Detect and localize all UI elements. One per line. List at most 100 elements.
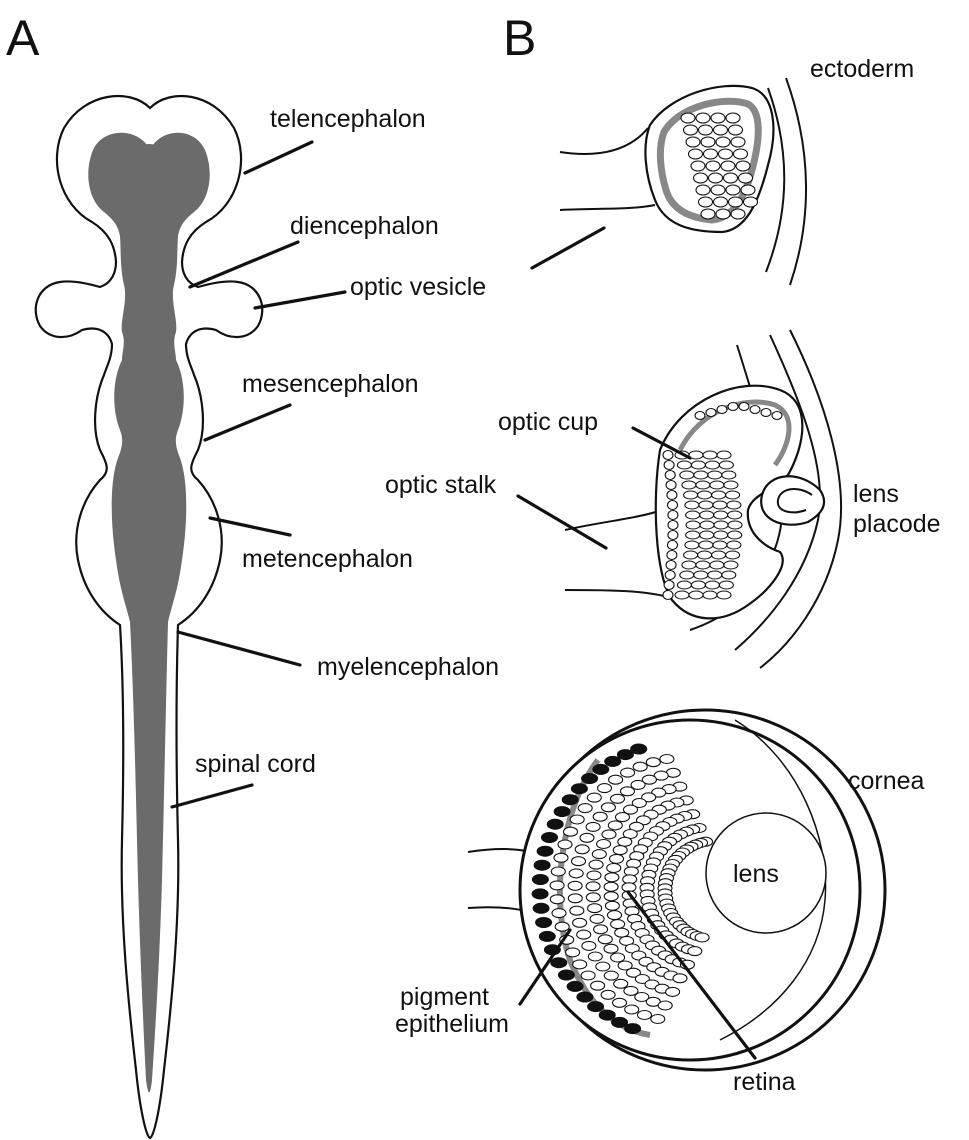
vesicle-cell xyxy=(709,173,723,183)
optic-stalk-label: optic stalk xyxy=(385,471,497,499)
retina-cell xyxy=(610,854,624,863)
retina-cell xyxy=(550,881,564,890)
optic-cup-cell xyxy=(726,491,740,499)
pigment-cell xyxy=(582,774,598,784)
retina-cell xyxy=(673,974,687,983)
vesicle-cell xyxy=(716,209,730,219)
vesicle-cell xyxy=(711,113,725,123)
pigment-cell xyxy=(532,889,548,899)
vesicle-cell xyxy=(716,137,730,147)
retina-cell xyxy=(651,1015,665,1024)
retina-cell xyxy=(609,775,623,784)
retina-cell xyxy=(688,947,702,956)
retina-cell xyxy=(569,869,583,878)
optic-cup-cell xyxy=(665,471,675,480)
pigment-cell xyxy=(532,875,548,885)
retina-cell xyxy=(597,840,611,849)
retina-cell xyxy=(591,981,605,990)
retina-cell xyxy=(573,918,587,927)
vesicle-cell xyxy=(701,209,715,219)
retina-cell xyxy=(592,850,606,859)
vesicle-cell xyxy=(714,197,728,207)
retina-cell xyxy=(638,1011,652,1020)
optic-cup-cell xyxy=(686,521,700,529)
retina-cell xyxy=(590,914,604,923)
pigment-cell xyxy=(625,1024,641,1034)
vesicle-cell xyxy=(734,149,748,159)
optic-cup-cell xyxy=(699,541,713,549)
optic-cup-cell xyxy=(717,451,731,459)
optic-cup-cell xyxy=(694,471,708,479)
optic-cup-cell xyxy=(664,581,674,590)
retina-cell xyxy=(666,987,680,996)
panel-a-letter: A xyxy=(6,10,40,66)
lens-placode-label-line1: lens xyxy=(853,480,899,508)
optic-cup-cell xyxy=(708,471,722,479)
retina-cell xyxy=(588,952,602,961)
retina-cell xyxy=(598,784,612,793)
pigment-cell xyxy=(537,846,553,856)
optic-cup-cell xyxy=(694,571,708,579)
vesicle-cell xyxy=(739,173,753,183)
optic-cup-cell xyxy=(722,471,736,479)
vesicle-cell xyxy=(719,149,733,159)
retina-cell xyxy=(605,901,619,910)
diencephalon-label: diencephalon xyxy=(290,212,439,240)
pigment-cell xyxy=(542,833,558,843)
optic-cup-cell xyxy=(680,571,694,579)
ectoderm-line-2 xyxy=(786,78,806,285)
optic-cup-cell xyxy=(667,491,677,500)
retina-cell xyxy=(566,948,580,957)
retina-cell xyxy=(586,822,600,831)
vesicle-cell xyxy=(681,113,695,123)
retina-cell xyxy=(618,837,632,846)
optic-cup-cell xyxy=(668,511,678,520)
optic-cup-cell xyxy=(700,521,714,529)
pigment-cell xyxy=(571,784,587,794)
optic-cup-cell xyxy=(728,403,738,411)
retina-cell xyxy=(558,840,572,849)
pigment-cell xyxy=(554,807,570,817)
optic-cup-cell xyxy=(668,541,678,550)
vesicle-cell xyxy=(726,185,740,195)
retina-cell xyxy=(616,813,630,822)
retina-cell xyxy=(570,906,584,915)
optic-cup-cell xyxy=(710,561,724,569)
retina-cell xyxy=(604,882,618,891)
pigment-cell xyxy=(599,1010,615,1020)
optic-cup-cell xyxy=(686,511,700,519)
retina-label: retina xyxy=(733,1068,796,1096)
optic-cup-cell xyxy=(724,481,738,489)
retina-cell xyxy=(587,871,601,880)
retina-cell xyxy=(611,953,625,962)
pigment-cell xyxy=(533,903,549,913)
optic-cup-cell xyxy=(772,412,782,420)
retina-cell xyxy=(621,768,635,777)
optic-cup-cell xyxy=(761,409,771,417)
diencephalon-leader xyxy=(190,242,298,287)
optic-cup-cell xyxy=(685,541,699,549)
eye-stage-drawing xyxy=(468,710,885,1070)
pigment-cell xyxy=(534,860,550,870)
pigment-cell xyxy=(567,981,583,991)
vesicle-cell xyxy=(721,161,735,171)
optic-cup-cell xyxy=(663,591,673,600)
optic-cup-cell xyxy=(696,561,710,569)
retina-cell xyxy=(611,794,625,803)
retina-cell xyxy=(614,979,628,988)
pigment-label-line2: epithelium xyxy=(395,1010,509,1038)
optic-cup-cell xyxy=(684,491,698,499)
optic-cup-cell xyxy=(677,581,691,589)
vesicle-cell xyxy=(711,185,725,195)
vesicle-cell xyxy=(696,185,710,195)
vesicle-cell xyxy=(724,173,738,183)
optic-cup-cell xyxy=(695,412,705,420)
pigment-cell xyxy=(539,931,555,941)
optic-cup-cell xyxy=(700,511,714,519)
optic-cup-cell xyxy=(713,541,727,549)
pigment-cell xyxy=(588,1002,604,1012)
vesicle-cell xyxy=(731,209,745,219)
retina-cell xyxy=(598,935,612,944)
retina-cell xyxy=(554,853,568,862)
retina-cell xyxy=(604,892,618,901)
